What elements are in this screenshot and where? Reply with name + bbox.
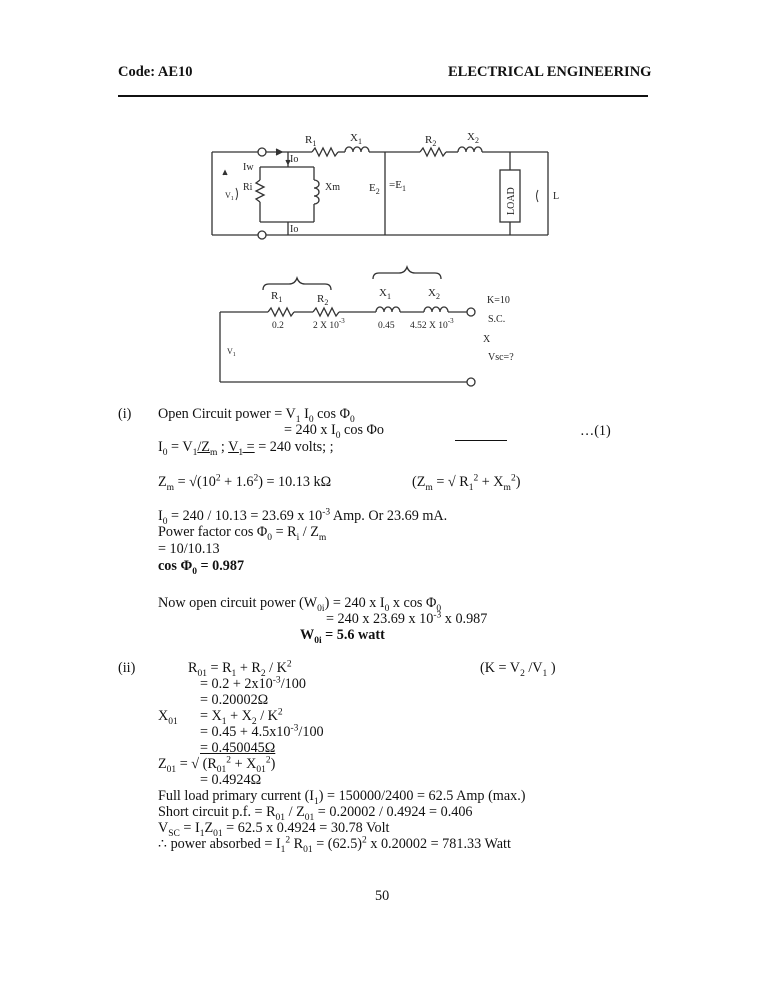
c1-x2-label: X2 <box>467 131 479 145</box>
c1-v1-label: V1 <box>225 191 234 202</box>
c1-iw-label: Iw <box>243 162 254 173</box>
i0-value: I0 = 240 / 10.13 = 23.69 x 10-3 Amp. Or … <box>158 507 448 527</box>
c1-load-label: LOAD <box>506 187 517 215</box>
short-circuit-diagram <box>219 264 476 387</box>
k-definition: (K = V2 /V1 ) <box>480 660 556 679</box>
c2-r1-value: 0.2 <box>272 321 284 331</box>
page-number: 50 <box>375 888 390 904</box>
x01-result: = 0.450045Ω <box>200 740 276 756</box>
header-rule <box>118 95 648 97</box>
equivalent-circuit <box>211 146 549 240</box>
c2-sc-label: S.C. <box>488 314 505 325</box>
oc-power-line: Open Circuit power = V1 I0 cos Φ0 <box>158 406 355 425</box>
c2-r2-label: R2 <box>317 293 328 307</box>
short-circuit-pf: Short circuit p.f. = R01 / Z01 = 0.20002… <box>158 804 473 823</box>
c2-x1-label: X1 <box>379 287 391 301</box>
full-load-current: Full load primary current (I1) = 150000/… <box>158 788 526 807</box>
oc-power-line-2: = 240 x I0 cos Φo <box>284 422 384 441</box>
w0i-substitution: = 240 x 23.69 x 10-3 x 0.987 <box>326 610 488 627</box>
x01-substitution: = 0.45 + 4.5x10-3/100 <box>200 723 324 740</box>
equation-number: …(1) <box>580 423 611 439</box>
c2-x2-label: X2 <box>428 287 440 301</box>
c1-ri-label: Ri <box>243 182 253 193</box>
c1-x1-label: X1 <box>350 132 362 146</box>
zm-equation: Zm = √(102 + 1.62) = 10.13 kΩ <box>158 473 332 493</box>
z01-equation: Z01 = √ (R012 + X012) <box>158 755 276 775</box>
part-i-label: (i) <box>118 406 132 422</box>
c2-v1-label: V1 <box>227 347 236 358</box>
c1-io-bottom-label: Io <box>290 224 298 235</box>
header-code: Code: AE10 <box>118 64 193 80</box>
z01-result: = 0.4924Ω <box>200 772 262 788</box>
pf-ratio: = 10/10.13 <box>158 541 220 557</box>
r01-equation: R01 = R1 + R2 / K2 <box>188 659 292 679</box>
c2-r2-value: 2 X 10-3 <box>313 317 345 331</box>
part-ii-label: (ii) <box>118 660 136 676</box>
c2-x-label: X <box>483 334 491 345</box>
c2-vsc-label: Vsc=? <box>488 352 514 363</box>
c2-k-label: K=10 <box>487 295 510 306</box>
c1-l-label: L <box>553 191 559 202</box>
r01-result: = 0.20002Ω <box>200 692 269 708</box>
c1-e2-label: E2 <box>369 182 380 196</box>
c2-x1-value: 0.45 <box>378 321 395 331</box>
c1-r1-label: R1 <box>305 134 316 148</box>
x01-equation: = X1 + X2 / K2 <box>200 707 283 727</box>
x01-label: X01 <box>158 708 178 727</box>
vsc-equation: VSC = I1Z01 = 62.5 x 0.4924 = 30.78 Volt <box>158 820 390 839</box>
c1-xm-label: Xm <box>325 182 340 193</box>
w0i-result: W0i = 5.6 watt <box>300 627 385 646</box>
pf-result: cos Φ0 = 0.987 <box>158 558 245 577</box>
c1-r2-label: R2 <box>425 134 436 148</box>
c2-r1-label: R1 <box>271 290 282 304</box>
c1-e1-label: =E1 <box>389 179 406 193</box>
w0i-equation: Now open circuit power (W0i) = 240 x I0 … <box>158 595 442 614</box>
c2-x2-value: 4.52 X 10-3 <box>410 317 454 331</box>
blank-line <box>455 440 507 441</box>
i0-definition: I0 = V1/Zm ; V1 = = 240 volts; ; <box>158 439 334 458</box>
header-subject: ELECTRICAL ENGINEERING <box>448 64 652 80</box>
zm-formula: (Zm = √ R12 + Xm2) <box>412 473 521 493</box>
power-factor-line: Power factor cos Φ0 = Ri / Zm <box>158 524 327 543</box>
power-absorbed: ∴ power absorbed = I12 R01 = (62.5)2 x 0… <box>158 835 511 855</box>
c1-io-top-label: Io <box>290 154 298 165</box>
r01-substitution: = 0.2 + 2x10-3/100 <box>200 675 306 692</box>
